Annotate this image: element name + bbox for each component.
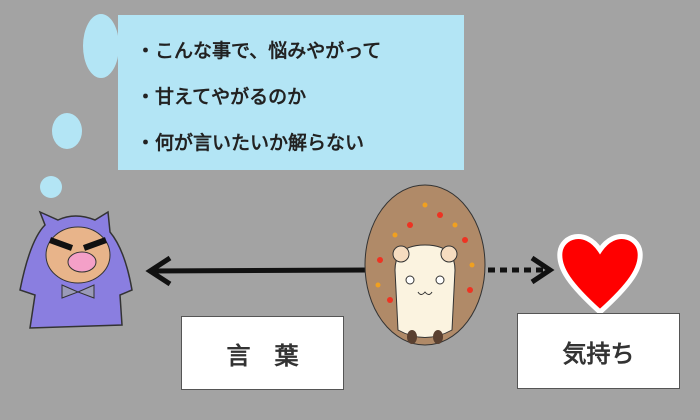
words-label: 言 葉: [181, 316, 344, 390]
dotted-arrow: [488, 255, 555, 285]
thought-line: 甘えてやがるのか: [148, 83, 464, 129]
heart-icon: [557, 234, 643, 316]
thought-line: 何が言いたいか解らない: [148, 129, 464, 175]
solid-arrow: [145, 255, 371, 287]
thought-bubble-medium: [52, 113, 82, 149]
thought-line: こんな事で、悩みやがって: [148, 37, 464, 83]
thought-bubble-small: [40, 176, 62, 198]
feelings-label: 気持ち: [517, 313, 680, 389]
thought-box: こんな事で、悩みやがって 甘えてやがるのか 何が言いたいか解らない: [118, 15, 464, 170]
thought-bubble-large: [83, 14, 119, 78]
hedgehog-character: [364, 184, 486, 346]
pig-character: [19, 210, 133, 329]
